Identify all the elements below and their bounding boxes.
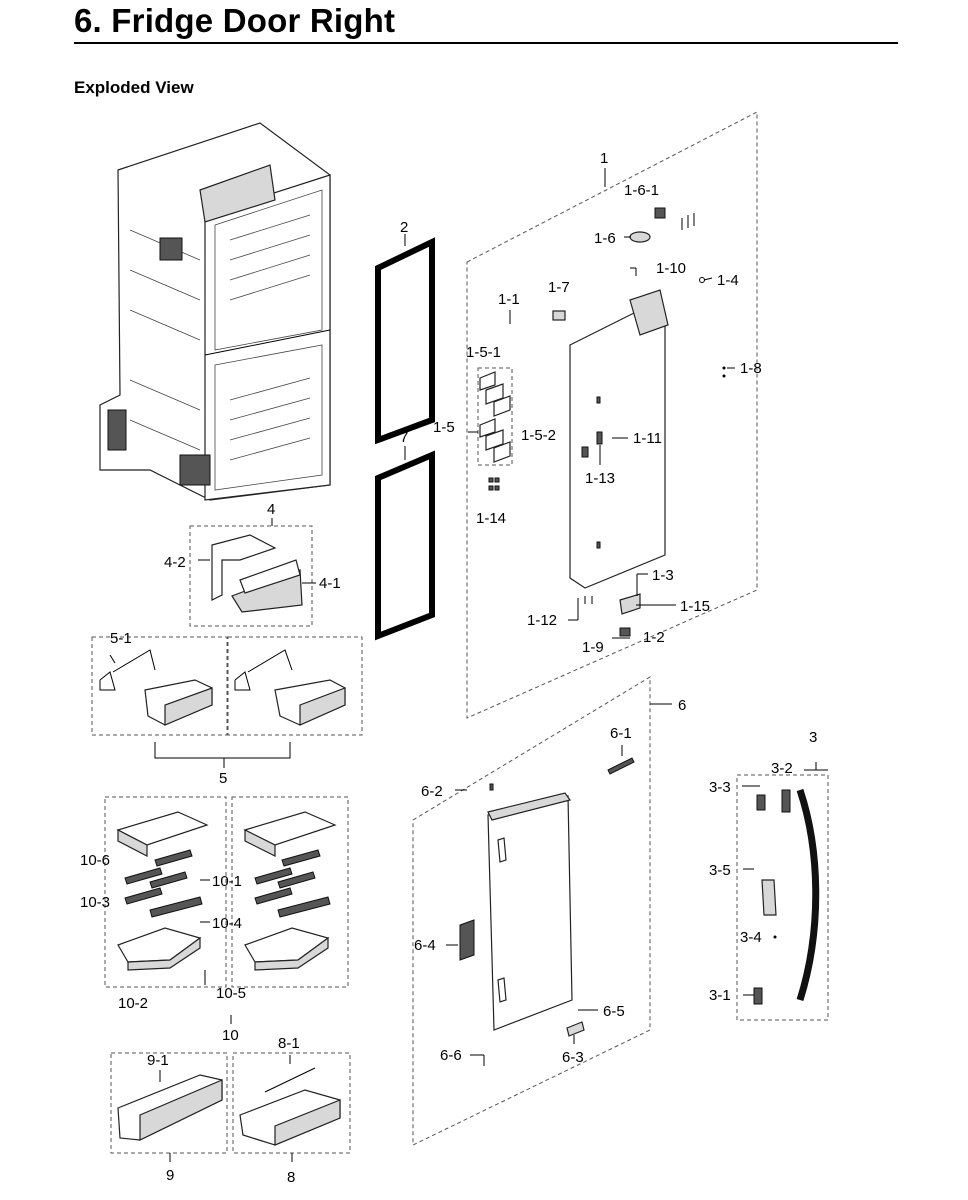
label-1-13: 1-13 xyxy=(585,470,615,487)
label-10-4: 10-4 xyxy=(212,915,242,932)
label-7: 7 xyxy=(400,429,408,446)
label-1-9: 1-9 xyxy=(582,639,604,656)
label-1-12: 1-12 xyxy=(527,612,557,629)
label-3-4: 3-4 xyxy=(740,929,762,946)
label-4-2: 4-2 xyxy=(164,554,186,571)
door-stopper-icon xyxy=(566,1021,585,1037)
label-6-6: 6-6 xyxy=(440,1047,462,1064)
title-underline xyxy=(74,42,898,44)
label-4: 4 xyxy=(267,501,275,518)
label-10-5: 10-5 xyxy=(216,985,246,1002)
label-1-11: 1-11 xyxy=(633,430,662,447)
door-assembly-illustration xyxy=(569,289,669,637)
label-1-8: 1-8 xyxy=(740,360,762,377)
label-10: 10 xyxy=(222,1027,239,1044)
label-6-2: 6-2 xyxy=(421,783,443,800)
label-6-5: 6-5 xyxy=(603,1003,625,1020)
group-5-left-outline xyxy=(91,636,228,736)
label-1-14: 1-14 xyxy=(476,510,506,527)
group-9-outline xyxy=(110,1052,228,1154)
door-bin-illustration xyxy=(117,1074,223,1141)
handle-bracket-bottom-icon xyxy=(753,987,763,1005)
door-shelf-supports-icon xyxy=(479,371,511,463)
group-1-5-outline xyxy=(477,367,513,466)
door-gasket-lower xyxy=(375,450,435,641)
label-6-4: 6-4 xyxy=(414,937,436,954)
label-10-2: 10-2 xyxy=(118,995,148,1012)
label-1-5-2: 1-5-2 xyxy=(521,427,556,444)
label-1-5: 1-5 xyxy=(433,419,455,436)
handle-holder-icon xyxy=(761,879,777,916)
screw-set-icon xyxy=(681,213,695,230)
module-parts-right-illustration xyxy=(243,811,337,971)
drawer-cover-illustration xyxy=(211,534,303,613)
label-1-1: 1-1 xyxy=(498,291,520,308)
storage-bin-left-illustration xyxy=(99,649,213,726)
label-6-1: 6-1 xyxy=(610,725,632,742)
group-6-outline xyxy=(412,676,651,1146)
page-title: 6. Fridge Door Right xyxy=(74,2,396,39)
label-8-1: 8-1 xyxy=(278,1035,300,1052)
label-1: 1 xyxy=(600,150,608,167)
module-parts-left-illustration xyxy=(116,811,209,971)
label-4-1: 4-1 xyxy=(319,575,341,592)
label-1-15: 1-15 xyxy=(680,598,710,615)
label-8: 8 xyxy=(287,1169,295,1186)
hinge-strip-icon xyxy=(607,757,635,775)
label-1-6: 1-6 xyxy=(594,230,616,247)
fridge-cabinet-illustration xyxy=(99,122,331,501)
door-gasket-upper xyxy=(375,237,435,445)
storage-bin-right-illustration xyxy=(234,649,346,726)
clip-part-icon xyxy=(552,310,566,321)
handle-bracket-top-icon xyxy=(756,794,766,811)
label-1-3: 1-3 xyxy=(652,567,674,584)
group-10-left-outline xyxy=(104,796,227,988)
handle-cap-top-icon xyxy=(781,789,791,813)
label-5: 5 xyxy=(219,770,227,787)
section-subtitle: Exploded View xyxy=(74,78,194,97)
lower-door-panel-illustration xyxy=(459,792,573,1031)
group-5-right-outline xyxy=(227,636,363,736)
door-handle-illustration xyxy=(796,788,820,1002)
tray-with-rail-illustration xyxy=(239,1067,341,1146)
label-10-6: 10-6 xyxy=(80,852,110,869)
label-1-4: 1-4 xyxy=(717,272,739,289)
label-9-1: 9-1 xyxy=(147,1052,169,1069)
group-1-outline xyxy=(466,111,758,719)
label-1-2: 1-2 xyxy=(643,629,665,646)
label-3: 3 xyxy=(809,729,817,746)
label-3-5: 3-5 xyxy=(709,862,731,879)
label-6: 6 xyxy=(678,697,686,714)
label-3-1: 3-1 xyxy=(709,987,731,1004)
cap-part-icon xyxy=(654,207,666,219)
label-2: 2 xyxy=(400,219,408,236)
label-3-3: 3-3 xyxy=(709,779,731,796)
hinge-bushing-icon xyxy=(629,231,651,243)
label-1-7: 1-7 xyxy=(548,279,570,296)
label-6-3: 6-3 xyxy=(562,1049,584,1066)
label-5-1: 5-1 xyxy=(110,630,132,647)
group-4-outline xyxy=(189,525,313,627)
label-1-5-1: 1-5-1 xyxy=(466,344,501,361)
label-10-3: 10-3 xyxy=(80,894,110,911)
label-10-1: 10-1 xyxy=(212,873,242,890)
label-3-2: 3-2 xyxy=(771,760,793,777)
label-9: 9 xyxy=(166,1167,174,1184)
label-1-6-1: 1-6-1 xyxy=(624,182,659,199)
label-1-10: 1-10 xyxy=(656,260,686,277)
group-3-outline xyxy=(736,774,829,1021)
group-10-right-outline xyxy=(231,796,349,988)
